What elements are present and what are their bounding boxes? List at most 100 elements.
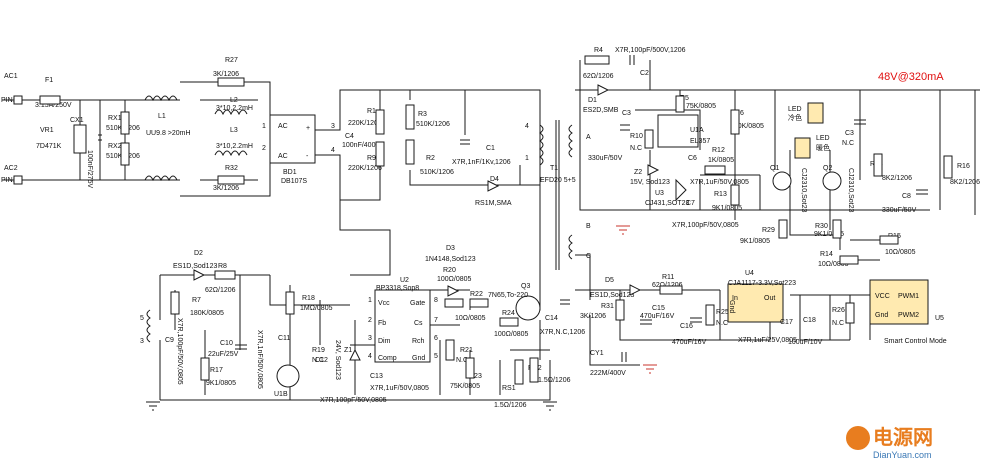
r4-label: R4	[594, 47, 603, 54]
c15-label: C15	[652, 305, 665, 312]
resistor-r25	[705, 304, 715, 326]
r12-value: 1K/0805	[708, 157, 734, 164]
u2-p8: 8	[434, 297, 438, 304]
u2-pin-comp: Comp	[378, 355, 397, 362]
r27-label: R27	[225, 57, 238, 64]
resistor-r9	[375, 141, 385, 167]
u2-pin-cs: Cs	[414, 320, 423, 327]
resistor-r15	[879, 235, 899, 245]
c7-value: X7R,100pF/50V,0805	[672, 222, 739, 229]
t1-pin-b: B	[586, 223, 591, 230]
u2-p4: 4	[368, 353, 372, 360]
resistor-r13	[730, 184, 740, 206]
r15-value: 10Ω/0805	[885, 249, 916, 256]
ground-symbol	[616, 225, 630, 235]
bd1-pin1: 1	[262, 123, 266, 130]
bd1-ac-b: AC	[278, 153, 288, 160]
bd1-pin2: 2	[262, 145, 266, 152]
q2-label: Q2	[823, 165, 832, 172]
c18-value: 100uF/10V	[788, 339, 823, 346]
c14-value: X7R,N.C,1206	[540, 329, 585, 336]
c4-label: C4	[345, 133, 354, 140]
c12-value: X7R,100pF/50V,0805	[320, 397, 387, 404]
r6-label: R6	[735, 110, 744, 117]
resistor-r7	[170, 291, 180, 315]
r2-value: 510K/1206	[420, 169, 454, 176]
c9-label: C9	[165, 337, 174, 344]
resistor-rx1	[120, 111, 130, 135]
d5-label: D5	[605, 277, 614, 284]
rx2-label: RX2	[108, 143, 122, 150]
watermark-logo	[846, 426, 870, 450]
t1-pin-a: A	[586, 134, 591, 141]
r1-label: R1	[367, 108, 376, 115]
q1-label: Q1	[770, 165, 779, 172]
diode-d5	[629, 284, 642, 296]
r22-value: 10Ω/0805	[455, 315, 486, 322]
q3-label: Q3	[521, 283, 530, 290]
q1-value: CJ2310,Sot23	[800, 168, 807, 212]
c7-label: C7	[686, 200, 695, 207]
r24-value: 100Ω/0805	[494, 331, 529, 338]
bd1-value: DB107S	[281, 178, 307, 185]
r16-label: R16	[957, 163, 970, 170]
r23-value: 75K/0805	[450, 383, 480, 390]
r13-label: R13	[714, 191, 727, 198]
q3-value: 7N65,To-220	[488, 292, 528, 299]
r22-label: R22	[470, 291, 483, 298]
r14-value: 10Ω/0805	[818, 261, 849, 268]
r17-label: R17	[210, 367, 223, 374]
r20-label: R20	[443, 267, 456, 274]
resistor-r22	[469, 298, 489, 308]
r25-label: R25	[716, 309, 729, 316]
u4-gnd: Gnd	[728, 300, 735, 313]
inductor-l2-l3	[214, 109, 248, 157]
resistor-r23	[465, 357, 475, 379]
capacitor-cx1	[98, 134, 102, 141]
resistor-r28	[873, 153, 883, 177]
c3-label: C3	[622, 110, 631, 117]
r20-value: 100Ω/0805	[437, 276, 472, 283]
bridge-bd1	[269, 114, 316, 164]
r31-label: R31	[601, 303, 614, 310]
c1-value: X7R,1nF/1Kv,1206	[452, 159, 511, 166]
t1-pin1: 1	[525, 155, 529, 162]
resistor-r2	[405, 139, 415, 165]
led-warm	[794, 137, 811, 159]
rs2-value: 1.5Ω/1206	[538, 377, 571, 384]
r3-label: R3	[418, 111, 427, 118]
capacitor-c1	[460, 139, 470, 145]
c11-value: X7R,1nF/50V,0805	[256, 330, 263, 389]
l2-value: 3*10,2.2mH	[216, 105, 253, 112]
r19-label: R19	[312, 347, 325, 354]
ac2-terminal	[13, 175, 23, 185]
u2-pin-vcc: Vcc	[378, 300, 390, 307]
t1-value: EFD20 5+5	[540, 177, 576, 184]
u5-label: U5	[935, 315, 944, 322]
resistor-rs2	[529, 357, 539, 383]
resistor-r1	[375, 109, 385, 135]
diode-d3	[447, 285, 460, 297]
r7-value: 180K/0805	[190, 310, 224, 317]
resistor-r5	[675, 95, 685, 113]
ac1-label: AC1	[4, 73, 18, 80]
mosfet-q2	[822, 171, 842, 191]
ground-symbol	[543, 401, 557, 411]
r18-value: 1MΩ/0805	[300, 305, 333, 312]
u2-pin-rch: Rch	[412, 338, 425, 345]
c10-label: C10	[220, 340, 233, 347]
watermark-cn: 电源网	[873, 426, 933, 449]
u4-in: In	[732, 295, 738, 302]
c12-label: C12	[315, 357, 328, 364]
z2-label: Z2	[634, 169, 642, 176]
resistor-r6	[730, 109, 740, 135]
c14-label: C14	[545, 315, 558, 322]
watermark-en: DianYuan.com	[873, 450, 932, 460]
led2-label: LED	[816, 135, 830, 142]
c15-value: 470uF/16V	[640, 313, 675, 320]
c3b-label: C3	[845, 130, 854, 137]
capacitor-c3	[620, 124, 630, 131]
c9-value: X7R,100pF/50V,0805	[176, 318, 183, 385]
f1-value: 3.15A/250V	[35, 102, 72, 109]
z1-label: Z1	[344, 347, 352, 354]
